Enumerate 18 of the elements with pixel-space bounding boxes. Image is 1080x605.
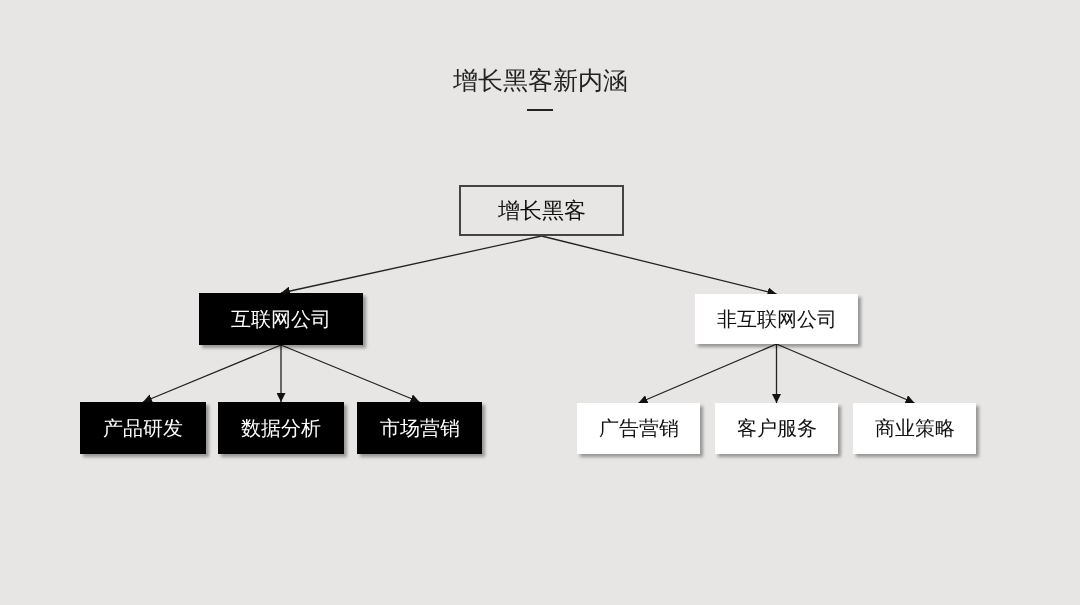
node-box: 增长黑客	[459, 185, 624, 236]
node-box: 商业策略	[853, 403, 976, 454]
arrow	[142, 344, 282, 403]
arrow	[775, 343, 916, 404]
arrow	[276, 344, 286, 403]
node-box: 非互联网公司	[695, 294, 858, 344]
node-box: 客户服务	[715, 403, 838, 454]
node-box: 数据分析	[218, 402, 344, 454]
arrow	[280, 235, 543, 296]
arrow	[772, 343, 781, 404]
node-box: 广告营销	[577, 403, 700, 454]
arrow	[540, 235, 778, 297]
node-box: 产品研发	[80, 402, 206, 454]
arrow	[637, 343, 778, 404]
node-box: 互联网公司	[199, 293, 363, 345]
arrow	[280, 344, 421, 403]
node-box: 市场营销	[357, 402, 482, 454]
title: 增长黑客新内涵	[451, 65, 629, 97]
